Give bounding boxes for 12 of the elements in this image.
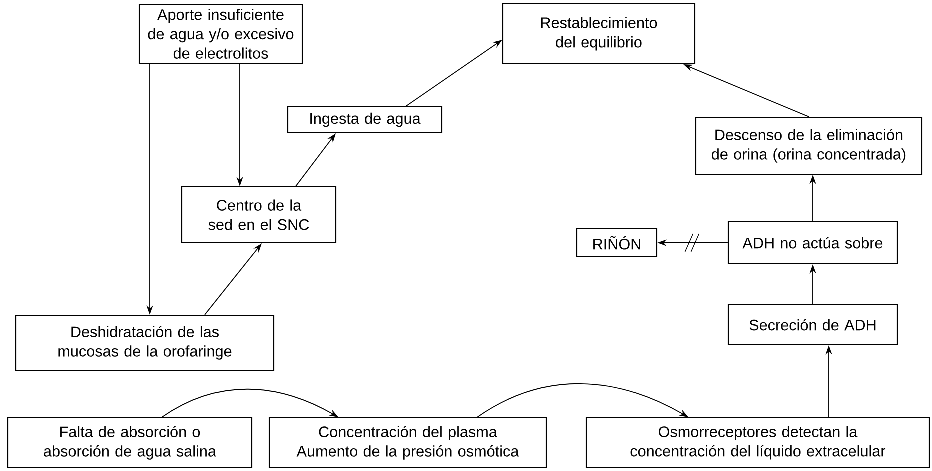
- flow-box: Aporte insuficiente de agua y/o excesivo de electrolitos: [138, 4, 304, 64]
- flow-box: Restablecimiento del equilibrio: [502, 3, 696, 65]
- flow-box: Concentración del plasma Aumento de la presión osmótica: [268, 417, 548, 469]
- flow-box: Centro de la sed en el SNC: [181, 186, 337, 244]
- flow-box: Ingesta de agua: [287, 106, 443, 134]
- flow-box: ADH no actúa sobre: [728, 221, 898, 265]
- flow-box: Descenso de la eliminación de orina (orina concentrada): [695, 116, 923, 176]
- flow-box: Osmorreceptores detectan la concentración del líquido extracelular: [586, 417, 930, 469]
- flow-box: Deshidratación de las mucosas de la orofaringe: [15, 314, 275, 372]
- flow-box: Falta de absorción o absorción de agua salina: [7, 417, 253, 469]
- flow-box: RIÑÓN: [576, 228, 658, 258]
- flow-box: Secreción de ADH: [728, 304, 898, 346]
